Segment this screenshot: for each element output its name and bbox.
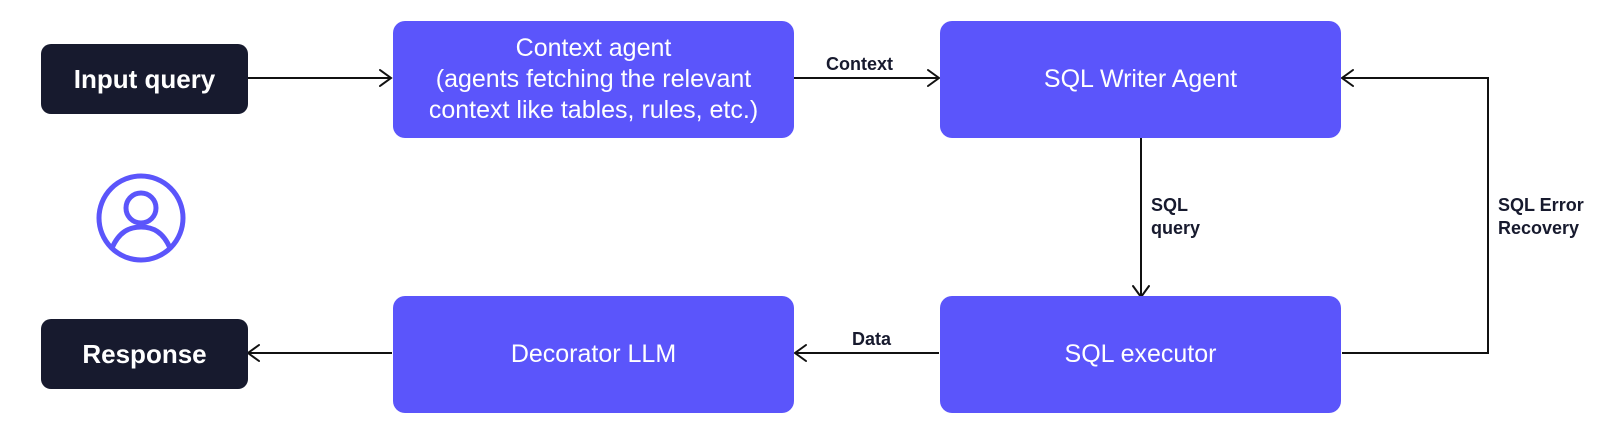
context-agent-text: Context agent (agents fetching the relev… — [429, 33, 758, 126]
edge-label-sql-error-recovery-line-1: SQL Error — [1498, 195, 1584, 215]
edge-label-data: Data — [852, 329, 892, 349]
edge-label-sql-query-line-2: query — [1151, 218, 1201, 238]
edge-label-context: Context — [826, 54, 893, 74]
edge-error-recovery-loop — [1340, 69, 1489, 354]
decorator-llm-label: Decorator LLM — [510, 340, 677, 368]
sql-writer-agent-node: SQL Writer Agent — [940, 21, 1341, 138]
context-agent-description-line-1: (agents fetching the relevant — [435, 65, 752, 93]
edge-context-to-writer — [794, 69, 941, 87]
response-node: Response — [41, 319, 248, 389]
edge-input-to-context — [248, 69, 393, 87]
user-icon — [96, 173, 186, 263]
sql-writer-agent-label: SQL Writer Agent — [1043, 65, 1238, 93]
response-label: Response — [82, 338, 207, 369]
edge-executor-to-decorator — [793, 344, 939, 362]
edge-decorator-to-response — [246, 344, 392, 362]
edge-label-sql-query-line-1: SQL — [1151, 195, 1189, 215]
input-query-node: Input query — [41, 44, 248, 114]
context-agent-node: Context agent (agents fetching the relev… — [393, 21, 794, 138]
edge-writer-to-executor — [1132, 138, 1150, 299]
edge-label-sql-query: SQL query — [1151, 194, 1200, 240]
decorator-llm-node: Decorator LLM — [393, 296, 794, 413]
sql-executor-label: SQL executor — [1064, 340, 1217, 368]
edge-label-sql-error-recovery: SQL Error Recovery — [1498, 194, 1584, 240]
input-query-label: Input query — [73, 63, 216, 94]
context-agent-description-line-2: context like tables, rules, etc.) — [428, 96, 759, 124]
context-agent-title: Context agent — [515, 34, 672, 62]
edge-label-sql-error-recovery-line-2: Recovery — [1498, 218, 1580, 238]
sql-executor-node: SQL executor — [940, 296, 1341, 413]
